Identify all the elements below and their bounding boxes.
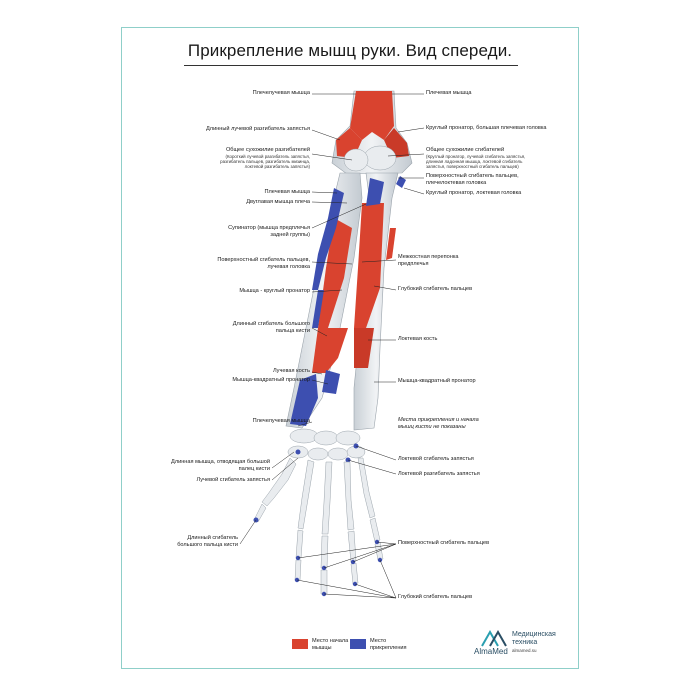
label-pronator-teres-humeral: Круглый пронатор, большая плечевая голов… [426,125,547,131]
finger-insertions [253,517,383,597]
label-pronator-teres: Мышца - круглый пронатор [239,288,310,294]
humerus-bone [331,90,413,175]
hand-bones [253,457,384,595]
label-radius: Лучевая кость [272,368,310,374]
legend-insertion-swatch [350,639,366,649]
label-interosseous-membrane: Межкостная перепонка предплечья [398,254,459,267]
label-fdp-hand: Глубокий сгибатель пальцев [398,594,473,600]
title-underline [184,65,518,66]
label-common-flexor-tendon: Общее сухожилие сгибателей (Круглый прон… [426,147,536,169]
almamed-logo-icon [481,629,507,647]
legend-origin-label: Место начала мышцы [312,638,349,651]
label-hand-note: Места прикрепления и начала мышц кисти н… [398,417,479,430]
leader-lines [239,93,425,599]
label-ext-carpi-radialis-longus: Длинный лучевой разгибатель запястья [206,126,310,132]
label-pronator-quadratus-right: Мышца-квадратный пронатор [398,378,476,384]
label-biceps: Двуглавая мышца плеча [246,199,310,205]
label-fds-radial-head: Поверхностный сгибатель пальцев, лучевая… [217,257,310,270]
label-brachialis: Плечевая мышца [426,90,472,96]
label-fds-hand: Поверхностный сгибатель пальцев [398,540,490,546]
label-fdp: Глубокий сгибатель пальцев [398,286,473,292]
brand-name: AlmaMed [474,647,508,656]
label-common-flexor-tendon-title: Общее сухожилие сгибателей [426,147,505,153]
brand-site: almamed.su [512,648,537,653]
label-brachioradialis-top: Плечелучевая мышца [252,90,310,96]
poster-frame: Прикрепление мышц руки. Вид спереди. [121,27,579,669]
label-fpl-hand: Длинный сгибатель большого пальца кисти [177,535,238,548]
label-supinator: Супинатор (мышца предплечья задней групп… [228,225,310,238]
poster-title: Прикрепление мышц руки. Вид спереди. [187,41,513,60]
carpal-bones [287,428,366,463]
label-fpl: Длинный сгибатель большого пальца кисти [232,321,310,334]
insertion-areas [290,176,406,426]
label-fcu: Локтевой сгибатель запястья [398,456,474,462]
brand-tagline-2: техника [512,639,538,646]
label-brachioradialis-low: Плечелучевая мышца [252,418,310,424]
label-ecu: Локтевой разгибатель запястья [398,471,480,477]
label-fcr: Лучевой сгибатель запястья [196,477,270,483]
label-common-extensor-tendon: Общее сухожилие разгибателей (Короткий л… [208,147,310,169]
label-pronator-quadratus-left: Мышца-квадратный пронатор [232,377,310,383]
legend-origin-swatch [292,639,308,649]
label-fds-humeroulnar: Поверхностный сгибатель пальцев, плечело… [426,173,519,186]
forearm-illustration [239,90,507,647]
label-common-flexor-tendon-note: (Круглый пронатор, лучевой сгибатель зап… [426,153,526,169]
label-pronator-teres-ulnar: Круглый пронатор, локтевая головка [426,190,522,196]
label-brachialis-mid: Плечевая мышца [264,189,310,195]
label-ulna: Локтевая кость [398,336,438,342]
label-common-extensor-tendon-title: Общее сухожилие разгибателей [225,147,310,153]
brand-tagline-1: Медицинская [512,631,556,638]
origin-areas [312,203,396,373]
legend-insertion-label: Место прикрепления [370,638,407,651]
label-apl: Длинная мышца, отводящая большой палец к… [171,459,270,472]
label-common-extensor-tendon-note: (Короткий лучевой разгибатель запястья, … [220,153,310,169]
